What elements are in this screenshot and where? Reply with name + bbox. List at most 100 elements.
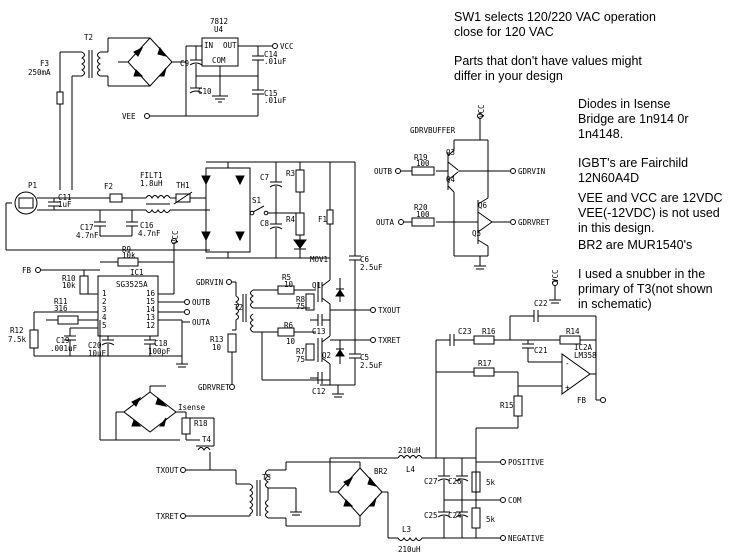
- label-ic1: IC1: [130, 268, 144, 277]
- note-line: in schematic): [578, 297, 652, 311]
- label-q1: Q1: [312, 281, 321, 290]
- label-negative: NEGATIVE: [508, 534, 545, 543]
- vcc-terminal: [272, 43, 278, 49]
- label-c16: C16: [140, 221, 154, 230]
- igbt-half-bridge: GDRVIN T2 R13 10 GDRVRET R5 10 R8 75 Q1: [196, 273, 401, 396]
- connector-p1: [14, 191, 38, 215]
- label-ic1-value: SG3525A: [116, 280, 148, 289]
- label-r6: R6: [284, 321, 294, 330]
- label-vcc: VCC: [551, 269, 560, 283]
- label-c26: C26: [448, 477, 462, 486]
- label-c19-value: .001uF: [50, 344, 78, 353]
- label-c20: C20: [88, 341, 102, 350]
- label-c16-value: 4.7nF: [138, 229, 161, 238]
- label-com: COM: [212, 56, 226, 65]
- note-br2: BR2 are MUR1540's: [578, 238, 692, 253]
- label-c23: C23: [458, 327, 472, 336]
- label-fb: FB: [577, 396, 587, 405]
- label-c18: C18: [154, 339, 168, 348]
- label-gdrvret: GDRVRET: [518, 218, 550, 227]
- svg-text:16: 16: [146, 289, 156, 298]
- note-sw1: SW1 selects 120/220 VAC operation close …: [454, 10, 656, 40]
- label-ic2a: IC2A: [574, 343, 593, 352]
- label-r16: R16: [482, 327, 496, 336]
- note-line: close for 120 VAC: [454, 25, 554, 39]
- label-c11-value: 1uF: [58, 200, 72, 209]
- label-gdrvin: GDRVIN: [196, 278, 223, 287]
- label-t4: T4: [202, 435, 212, 444]
- aux-power-supply: T2 U4 7812 IN OUT COM VCC: [28, 17, 294, 190]
- label-c5-value: 2.5uF: [360, 361, 383, 370]
- resistor-r4: [295, 212, 305, 236]
- label-vcc: VCC: [171, 230, 180, 244]
- note-line: 12N60A4D: [578, 171, 640, 185]
- label-u4-value: 7812: [210, 17, 228, 26]
- label-filt1-value: 1.8uH: [140, 179, 163, 188]
- note-snubber: I used a snubber in the primary of T3(no…: [578, 267, 713, 312]
- label-outb: OUTB: [192, 298, 211, 307]
- label-r19-value: 100: [416, 159, 430, 168]
- label-r20: R20: [414, 203, 428, 212]
- fuse-f3: [56, 91, 64, 105]
- mains-input: P1 F2 C11 1uF FILT1 1.8uH TH1 C17: [5, 171, 210, 251]
- label-c7: C7: [260, 173, 269, 182]
- label-r14: R14: [566, 327, 580, 336]
- label-r19: R19: [414, 153, 428, 162]
- label-gdrvbuffer: GDRVBUFFER: [410, 126, 456, 135]
- bridge-rectifier-br1: [107, 37, 187, 116]
- label-vee: VEE: [122, 112, 136, 121]
- label-gdrvin: GDRVIN: [518, 167, 545, 176]
- label-t2: T2: [234, 303, 243, 312]
- label-q4: Q4: [446, 175, 456, 184]
- label-vcc: VCC: [477, 104, 486, 118]
- label-com: COM: [508, 496, 522, 505]
- label-fb: FB: [22, 266, 32, 275]
- label-r4: R4: [286, 215, 296, 224]
- note-line: VEE(-12VDC) is not used: [578, 206, 720, 220]
- label-r11: R11: [54, 297, 68, 306]
- note-parts: Parts that don't have values might diffe…: [454, 54, 642, 84]
- label-th1: TH1: [176, 181, 190, 190]
- current-sense: Isense R18 T4 TXOUT TXRET: [99, 320, 250, 521]
- label-c24: C24: [448, 511, 462, 520]
- label-f3-value: 250mA: [28, 68, 51, 77]
- note-line: IGBT's are Fairchild: [578, 156, 689, 170]
- label-c27: C27: [424, 477, 438, 486]
- label-c6: C6: [360, 255, 370, 264]
- label-lm358: LM358: [574, 351, 597, 360]
- label-r6-value: 10: [286, 337, 296, 346]
- label-c18-value: 100pF: [148, 347, 171, 356]
- label-l3: L3: [402, 525, 411, 534]
- note-line: Diodes in Isense: [578, 97, 671, 111]
- main-rectifier: S1 C7 C8 R3 R4 MOV1 F1 C6 2.5uF: [200, 161, 383, 398]
- label-c22: C22: [534, 299, 548, 308]
- label-r12: R12: [10, 326, 24, 335]
- label-c8: C8: [260, 219, 270, 228]
- label-txret: TXRET: [156, 512, 179, 521]
- note-igbt: IGBT's are Fairchild 12N60A4D: [578, 156, 688, 186]
- label-filt1: FILT1: [140, 171, 163, 180]
- label-q3: Q3: [446, 148, 455, 157]
- label-c11: C11: [58, 193, 72, 202]
- opamp-ic2a: [561, 353, 591, 395]
- label-r8: R8: [296, 295, 306, 304]
- label-t2: T2: [84, 33, 93, 42]
- label-positive: POSITIVE: [508, 458, 545, 467]
- label-c21: C21: [534, 346, 548, 355]
- note-line: BR2 are MUR1540's: [578, 238, 693, 252]
- label-in: IN: [204, 41, 213, 50]
- label-l4-value: 210uH: [398, 446, 421, 455]
- note-line: Bridge are 1n914 0r: [578, 112, 689, 126]
- note-vee-vcc: VEE and VCC are 12VDC VEE(-12VDC) is not…: [578, 191, 723, 236]
- label-r13-value: 10: [212, 343, 222, 352]
- com-terminal: [500, 497, 506, 503]
- label-r12-value: 7.5k: [8, 335, 27, 344]
- resistor-r3: [295, 169, 305, 193]
- note-line: primary of T3(not shown: [578, 282, 713, 296]
- label-c9: C9: [180, 59, 189, 68]
- label-r10: R10: [62, 274, 76, 283]
- label-gdrvret: GDRVRET: [198, 383, 230, 392]
- resistor-5k-bottom: [471, 507, 481, 529]
- label-c17-value: 4.7nF: [76, 231, 99, 240]
